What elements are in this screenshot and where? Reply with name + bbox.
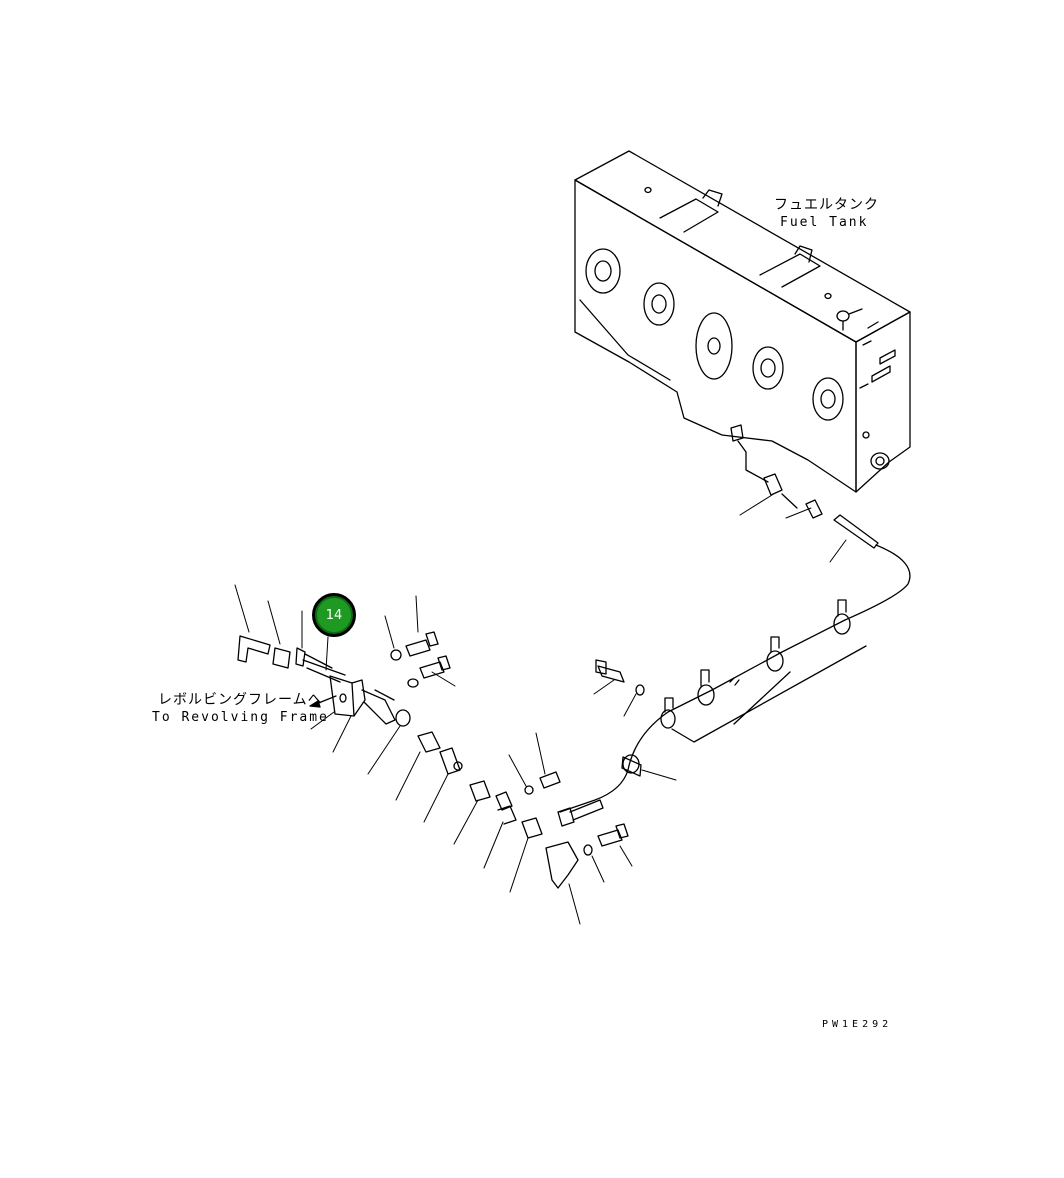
leader-lines	[234, 494, 847, 925]
figure-code: PW1E292	[822, 1019, 893, 1030]
callout-number: 14	[317, 598, 351, 632]
fuel-hose	[559, 440, 911, 813]
fuel-tank	[574, 150, 911, 493]
revolving-frame-label-ja: レボルビングフレームへ	[158, 692, 323, 708]
frame-parts	[237, 631, 645, 889]
revolving-frame-label-en: To Revolving Frame	[152, 710, 329, 725]
fuel-tank-label-ja: フュエルタンク	[774, 197, 879, 213]
hose-clamp	[621, 599, 851, 777]
fuel-tank-label-en: Fuel Tank	[780, 215, 869, 230]
callout-14-badge[interactable]: 14	[312, 593, 356, 637]
